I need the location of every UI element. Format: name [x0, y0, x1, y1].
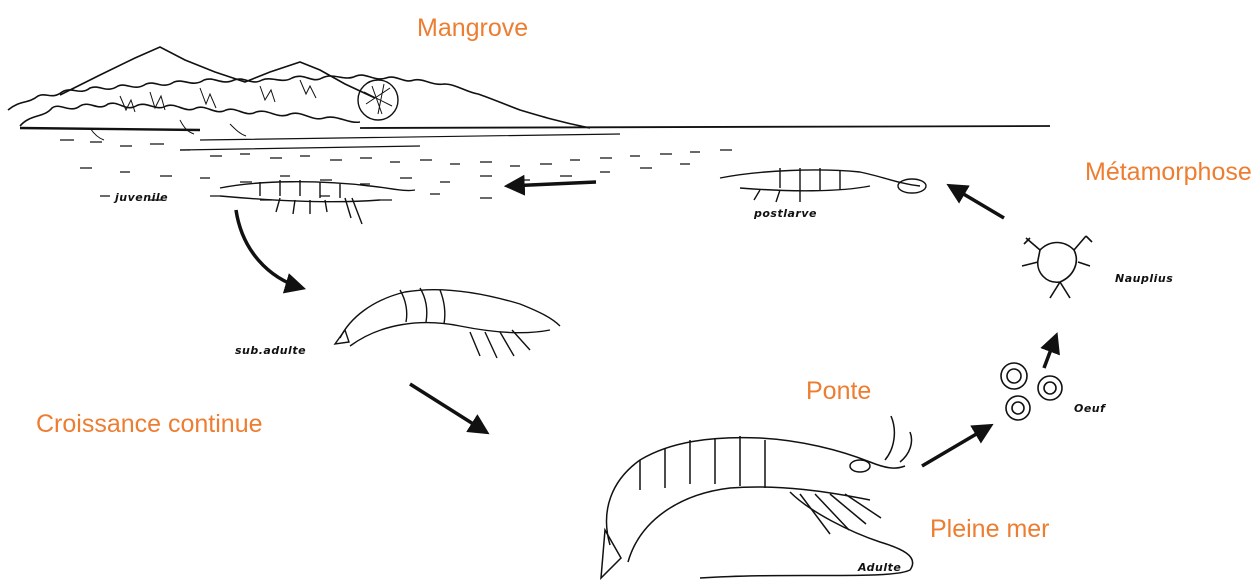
- vegetation-outline: [8, 75, 590, 128]
- arrow-postlarve-to-juvenile: [508, 182, 596, 186]
- bush-texture: [90, 80, 316, 140]
- arrow-nauplius-to-postlarve: [950, 186, 1004, 218]
- postlarve-label: postlarve: [754, 208, 817, 219]
- bush-cluster: [20, 103, 360, 126]
- postlarva-shrimp: [720, 168, 926, 202]
- mangrove-landscape: [8, 47, 1050, 150]
- adulte-label: Adulte: [858, 562, 901, 573]
- cycle-arrows: [236, 182, 1056, 466]
- ponte-label: Ponte: [806, 379, 871, 404]
- sub-adult-shrimp: [335, 288, 560, 358]
- eggs-cluster: [1001, 363, 1062, 420]
- oeuf-label: Oeuf: [1074, 403, 1105, 414]
- water-line: [180, 134, 620, 150]
- shoreline: [360, 126, 1050, 128]
- croissance-continue-label: Croissance continue: [36, 412, 263, 437]
- juvenile-shrimp: [220, 180, 415, 224]
- metamorphose-label: Métamorphose: [1085, 160, 1252, 185]
- adult-shrimp: [601, 416, 913, 578]
- arrow-oeuf-to-nauplius: [1044, 336, 1056, 368]
- shore-dark-band: [20, 128, 200, 130]
- nauplius-larva: [1022, 236, 1092, 298]
- arrow-juvenile-to-subadulte: [236, 210, 302, 288]
- juvenile-label: juvenile: [115, 192, 168, 203]
- arrow-subadulte-to-adulte: [410, 384, 486, 432]
- pleine-mer-label: Pleine mer: [930, 517, 1050, 542]
- mangrove-label: Mangrove: [417, 16, 528, 41]
- mountain-ridge: [60, 47, 375, 98]
- sub-adulte-label: sub.adulte: [235, 345, 306, 356]
- arrow-adulte-to-oeuf: [922, 426, 990, 466]
- mangrove-tree-texture: [364, 84, 392, 114]
- nauplius-label: Nauplius: [1115, 273, 1173, 284]
